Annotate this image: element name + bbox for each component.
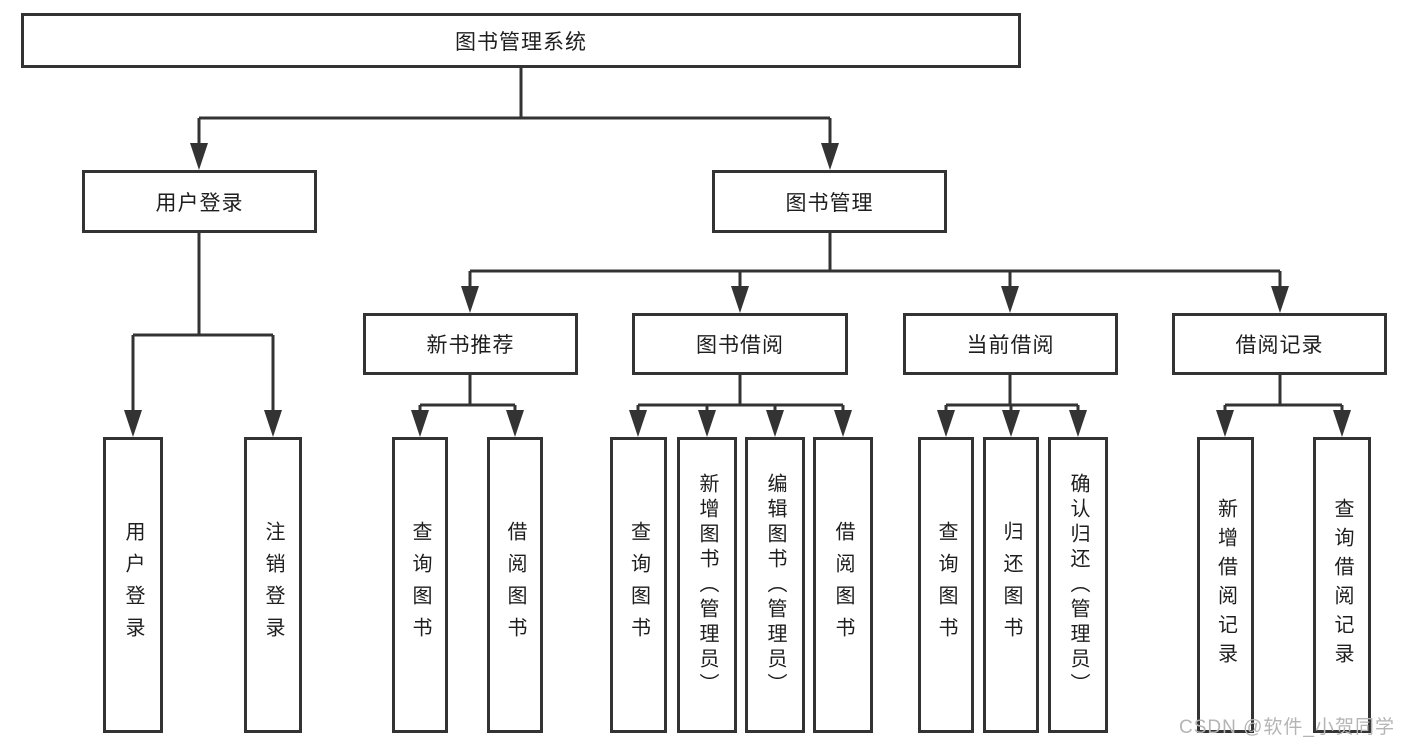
leaf-query-books-current-label: 查询图书 xyxy=(935,521,957,649)
leaf-logout-login-label: 注销登录 xyxy=(262,521,284,649)
leaf-query-books-borrow-label: 查询图书 xyxy=(627,521,650,649)
leaf-query-books-borrow: 查询图书 xyxy=(610,437,667,733)
leaf-borrow-books-recommend-label: 借阅图书 xyxy=(504,521,526,649)
node-book-borrow: 图书借阅 xyxy=(632,313,848,375)
node-book-management-label: 图书管理 xyxy=(785,191,874,215)
leaf-borrow-books: 借阅图书 xyxy=(813,437,873,733)
node-new-book-recommend: 新书推荐 xyxy=(363,313,578,375)
leaf-query-borrow-record-label: 查询借阅记录 xyxy=(1331,498,1353,672)
node-borrow-record: 借阅记录 xyxy=(1172,313,1387,375)
arrowheads xyxy=(124,143,1351,437)
node-book-borrow-label: 图书借阅 xyxy=(696,334,784,357)
node-current-borrow: 当前借阅 xyxy=(903,313,1118,375)
node-borrow-record-label: 借阅记录 xyxy=(1235,334,1324,357)
node-user-login: 用户登录 xyxy=(82,170,317,233)
node-user-login-label: 用户登录 xyxy=(155,191,244,215)
csdn-watermark: CSDN @软件_小贺同学 xyxy=(1179,717,1395,738)
leaf-user-login-label: 用户登录 xyxy=(122,521,144,649)
node-book-management: 图书管理 xyxy=(712,170,947,233)
leaf-user-login: 用户登录 xyxy=(103,437,163,733)
leaf-return-book: 归还图书 xyxy=(983,437,1039,733)
leaf-add-book-admin: 新增图书（管理员） xyxy=(677,437,737,733)
leaf-borrow-books-label: 借阅图书 xyxy=(832,521,854,649)
leaf-borrow-books-recommend: 借阅图书 xyxy=(487,437,543,733)
node-root: 图书管理系统 xyxy=(21,13,1021,68)
leaf-edit-book-admin-label: 编辑图书（管理员） xyxy=(764,472,786,698)
leaf-edit-book-admin: 编辑图书（管理员） xyxy=(745,437,805,733)
leaf-add-borrow-record-label: 新增借阅记录 xyxy=(1214,498,1237,672)
leaf-add-book-admin-label: 新增图书（管理员） xyxy=(696,472,718,698)
node-root-label: 图书管理系统 xyxy=(455,30,587,54)
node-current-borrow-label: 当前借阅 xyxy=(966,334,1055,357)
leaf-query-books-recommend-label: 查询图书 xyxy=(409,521,431,649)
leaf-query-borrow-record: 查询借阅记录 xyxy=(1313,437,1371,733)
leaf-confirm-return-admin: 确认归还（管理员） xyxy=(1048,437,1108,733)
leaf-confirm-return-admin-label: 确认归还（管理员） xyxy=(1067,472,1089,698)
leaf-logout-login: 注销登录 xyxy=(244,437,302,733)
leaf-query-books-recommend: 查询图书 xyxy=(392,437,448,733)
leaf-query-books-current: 查询图书 xyxy=(918,437,974,733)
leaf-return-book-label: 归还图书 xyxy=(1000,521,1022,649)
leaf-add-borrow-record: 新增借阅记录 xyxy=(1197,437,1254,733)
node-new-book-recommend-label: 新书推荐 xyxy=(426,334,515,357)
